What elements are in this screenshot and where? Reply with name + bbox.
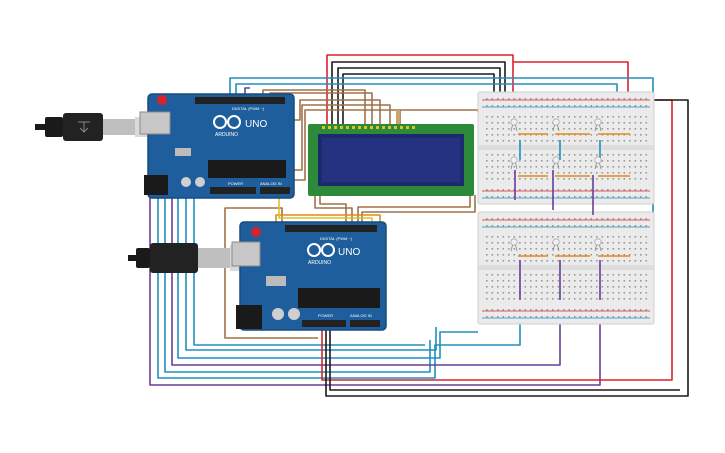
led-icon[interactable]: [594, 238, 602, 252]
usb-port-bottom: [231, 241, 261, 267]
usb-port-top: [139, 111, 171, 135]
reset-button-bottom[interactable]: [251, 227, 261, 237]
board-brand-top: ARDUINO: [215, 132, 238, 138]
wire-red-right-loop[interactable]: [513, 61, 629, 100]
wire-brown-lcd-bottom-2[interactable]: [319, 195, 347, 222]
microcontroller-chip-bottom: [298, 288, 380, 308]
board-brand-bottom: ARDUINO: [308, 260, 331, 266]
wire-black-top-3[interactable]: [342, 73, 495, 128]
board-model-bottom: UNO: [338, 247, 360, 258]
arduino-board-top[interactable]: ARDUINO UNO POWER ANALOG IN DIGITAL (PWM…: [139, 93, 295, 199]
power-label-bottom: POWER: [318, 313, 333, 318]
analog-label-bottom: ANALOG IN: [350, 313, 372, 318]
wire-brown-6[interactable]: [400, 109, 479, 112]
led-icon[interactable]: [594, 118, 602, 132]
power-header-bottom: [302, 320, 346, 327]
breadboard-wires: [514, 133, 630, 300]
digital-header-top: [195, 97, 285, 104]
led-icon[interactable]: [552, 118, 560, 132]
led-icon[interactable]: [552, 238, 560, 252]
digital-label-bottom: DIGITAL (PWM ~): [320, 236, 353, 241]
bb-wire-purple-1[interactable]: [514, 170, 594, 215]
bb-wire-purple-2[interactable]: [519, 260, 601, 300]
microcontroller-chip-top: [208, 160, 286, 178]
usb-cable-icon: [78, 121, 90, 133]
power-jack-bottom: [236, 305, 262, 329]
breadboard-top[interactable]: [477, 91, 655, 205]
wire-blue-3[interactable]: [177, 195, 478, 359]
wire-brown-lcd-bottom-4[interactable]: [357, 195, 471, 222]
usb-cable-bottom[interactable]: [128, 243, 246, 273]
analog-header-top: [260, 187, 290, 194]
led-icon[interactable]: [552, 156, 560, 170]
led-icon[interactable]: [594, 156, 602, 170]
bb-wire-blue-1[interactable]: [519, 140, 601, 160]
analog-header-bottom: [350, 320, 380, 327]
breadboard-bottom[interactable]: [477, 211, 655, 325]
power-jack-icon: [144, 175, 168, 195]
wire-brown-left-loop[interactable]: [224, 207, 318, 339]
arduino-logo-bottom: [307, 243, 335, 257]
power-label-top: POWER: [228, 181, 243, 186]
wire-black-bottom-2[interactable]: [329, 330, 680, 391]
wire-brown-4[interactable]: [294, 104, 391, 171]
wire-black-bottom[interactable]: [325, 99, 689, 397]
reset-button-top[interactable]: [157, 95, 167, 105]
arduino-logo-top: [213, 115, 241, 129]
wire-blue-outer-1[interactable]: [157, 195, 521, 379]
lcd-pins: [322, 126, 415, 129]
power-header-top: [210, 187, 256, 194]
wire-blue-outer-2[interactable]: [164, 195, 431, 373]
digital-header-bottom: [285, 225, 377, 232]
wire-black-top-2[interactable]: [337, 67, 501, 128]
usb-cable-top[interactable]: [35, 113, 149, 141]
analog-label-top: ANALOG IN: [260, 181, 282, 186]
led-icon[interactable]: [510, 156, 518, 170]
digital-label-top: DIGITAL (PWM ~): [232, 106, 265, 111]
wire-brown-lcd-bottom-3[interactable]: [361, 195, 476, 222]
led-icon[interactable]: [510, 118, 518, 132]
led-icon[interactable]: [510, 238, 518, 252]
arduino-board-bottom[interactable]: ARDUINO UNO POWER ANALOG IN DIGITAL (PWM…: [231, 221, 387, 331]
wires: [149, 54, 689, 397]
breadboard-bottom-holes: [486, 218, 648, 318]
board-model-top: UNO: [245, 119, 267, 130]
lcd-display[interactable]: [308, 124, 474, 196]
resistor-icon: [396, 110, 400, 124]
wire-black-top-1[interactable]: [331, 61, 506, 128]
led-array: [510, 118, 602, 252]
